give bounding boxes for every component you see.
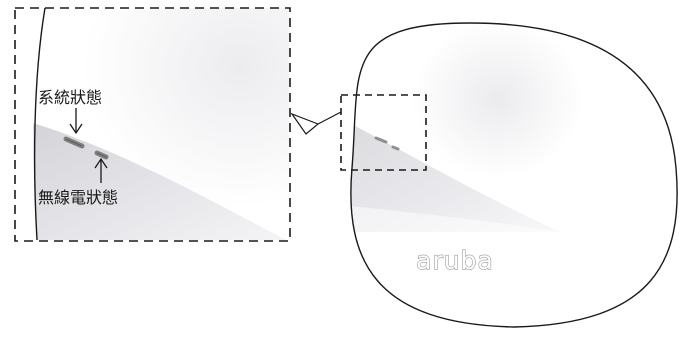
brand-logo: aruba [416, 246, 494, 275]
callout-arrow [292, 112, 341, 134]
access-point-device: aruba [340, 23, 677, 327]
zoom-detail-panel: 系統狀態 無線電狀態 [15, 8, 292, 242]
device-radio-status-led [393, 147, 398, 149]
system-status-label: 系統狀態 [38, 88, 102, 107]
radio-status-label: 無線電狀態 [38, 188, 118, 207]
